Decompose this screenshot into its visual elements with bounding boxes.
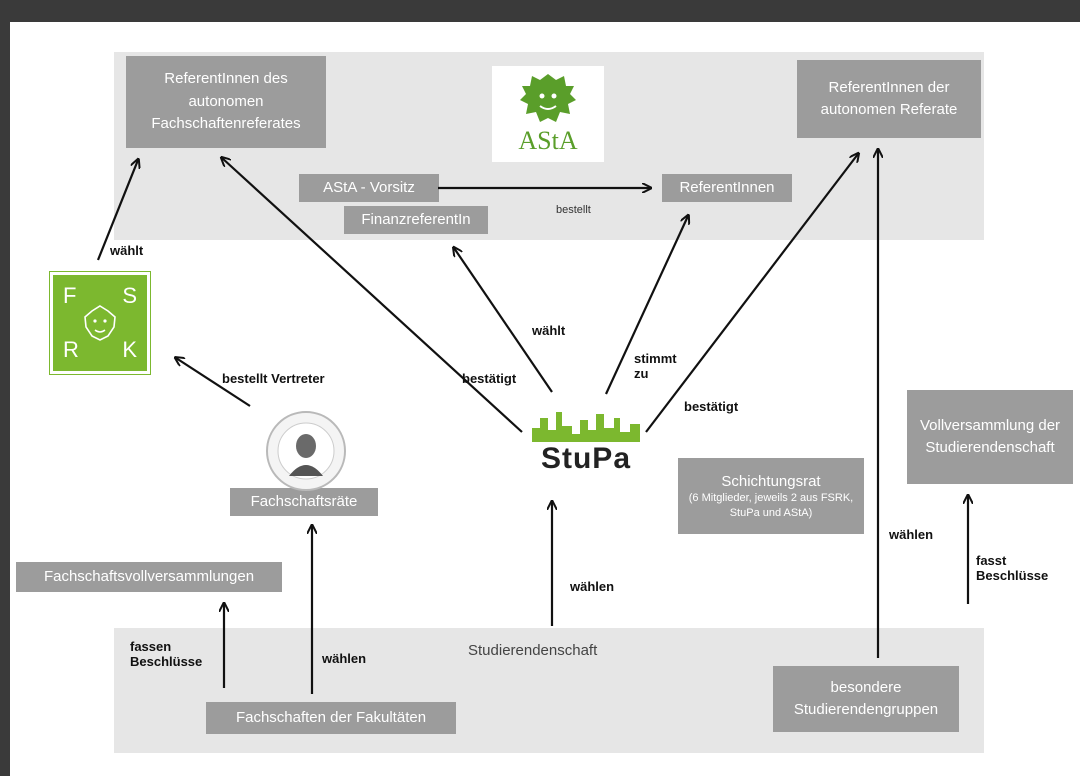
fsrk-logo: F S R K	[49, 271, 151, 375]
fsrk-letter-f: F	[63, 283, 77, 308]
schichtungsrat-subtitle: (6 Mitglieder, jeweils 2 aus FSRK, StuPa…	[688, 492, 854, 519]
label-waehlt-fsrk: wählt	[110, 243, 144, 258]
box-ref-fachschaften: ReferentInnen des autonomen Fachschaften…	[126, 56, 326, 148]
fsrk-letter-k: K	[122, 337, 137, 362]
box-fachschaftsvollversammlungen: Fachschaftsvollversammlungen	[16, 562, 282, 592]
label-stimmt-zu: stimmt zu	[634, 351, 677, 381]
arrows-layer	[96, 22, 1080, 694]
stupa-logo: StuPa	[530, 406, 642, 486]
diagram-canvas: ReferentInnen des autonomen Fachschaften…	[10, 22, 1080, 776]
fachschaft-seal-logo	[265, 410, 347, 492]
box-vollversammlung: Vollversammlung der Studierendenschaft	[907, 390, 1073, 484]
box-asta-vorsitz: AStA - Vorsitz	[299, 174, 439, 202]
label-waehlen-stupa: wählen	[570, 579, 615, 594]
arrow-stupa-to-ref-autonom	[645, 154, 858, 433]
arrow-stupa-to-referentinnen	[605, 216, 688, 395]
label-bestaetigt-right: bestätigt	[684, 399, 739, 414]
box-besondere: besondere Studierendengruppen	[773, 666, 959, 732]
label-studierendenschaft: Studierendenschaft	[468, 642, 598, 659]
label-bestaetigt-left: bestätigt	[462, 371, 517, 386]
stupa-logo-text: StuPa	[540, 442, 632, 475]
label-bestellt: bestellt	[556, 204, 591, 216]
arrow-stupa-to-finanz	[454, 248, 553, 393]
schichtungsrat-title: Schichtungsrat	[721, 472, 821, 490]
box-finanzreferentin: FinanzreferentIn	[344, 206, 488, 234]
seal-icon	[266, 411, 346, 491]
box-referentinnen: ReferentInnen	[662, 174, 792, 202]
arrow-fsrk-to-ref-fachschaften	[96, 160, 138, 261]
label-bestellt-vertreter: bestellt Vertreter	[222, 371, 325, 386]
label-fasst-beschluesse: fasst Beschlüsse	[976, 553, 1049, 583]
asta-logo: AStA	[492, 66, 604, 162]
asta-logo-text: AStA	[518, 126, 578, 155]
fsrk-letter-r: R	[63, 337, 79, 362]
arrow-stupa-to-ref-fachschaften	[222, 158, 523, 433]
fsrk-letter-s: S	[122, 283, 137, 308]
label-waehlt-stupa: wählt	[532, 323, 566, 338]
label-fassen-beschluesse: fassen Beschlüsse	[130, 639, 203, 669]
skyline-icon	[532, 412, 640, 442]
box-ref-autonom: ReferentInnen der autonomen Referate	[797, 60, 981, 138]
box-fachschaften-fakultaeten: Fachschaften der Fakultäten	[206, 702, 456, 734]
label-waehlen-fs: wählen	[322, 651, 367, 666]
label-waehlen-right: wählen	[889, 527, 934, 542]
arrow-seal-to-fsrk	[176, 358, 251, 407]
lion-head-icon	[520, 74, 576, 122]
box-fachschaftsraete: Fachschaftsräte	[230, 488, 378, 516]
box-schichtungsrat: Schichtungsrat (6 Mitglieder, jeweils 2 …	[678, 458, 864, 534]
fsrk-lion-icon	[84, 305, 116, 341]
